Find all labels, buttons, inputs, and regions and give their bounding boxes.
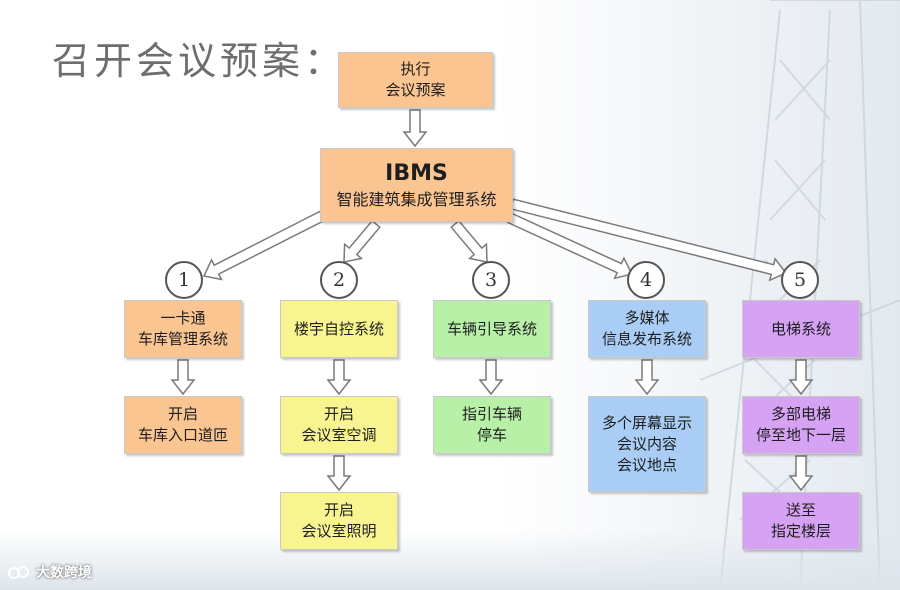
branch-1-number: 1: [165, 261, 203, 299]
arrow-branch-5-down-2: [788, 455, 814, 492]
ibms-heading: IBMS: [385, 161, 448, 186]
branch-2-number: 2: [320, 261, 358, 299]
branch-4-step-1-line1: 多个屏幕显示: [601, 413, 692, 432]
arrow-execute-to-ibms: [402, 109, 428, 148]
branch-3-step-1-box: 指引车辆 停车: [433, 396, 551, 454]
branch-4-system-line2: 信息发布系统: [601, 330, 692, 348]
branch-1-system-box: 一卡通 车库管理系统: [124, 300, 242, 358]
arrow-branch-2-down-1: [326, 359, 352, 396]
branch-4-system-line1: 多媒体: [624, 309, 670, 327]
arrow-ibms-to-branch-4: [506, 212, 634, 280]
watermark-text: 大数跨境: [36, 565, 92, 581]
arrow-ibms-to-branch-5: [509, 198, 788, 282]
watermark: 大数跨境: [8, 562, 92, 582]
branch-2-step-2-line1: 开启: [323, 501, 354, 519]
branch-4-system-box: 多媒体 信息发布系统: [588, 300, 706, 358]
branch-4-step-1-line3: 会议地点: [616, 455, 677, 474]
branch-5-step-2-line1: 送至: [785, 501, 816, 519]
branch-2-system-line1: 楼宇自控系统: [293, 319, 384, 338]
branch-2-step-2-box: 开启 会议室照明: [280, 492, 398, 550]
arrow-branch-2-down-2: [326, 455, 352, 492]
branch-1-system-line1: 一卡通: [160, 309, 206, 327]
branch-5-system-line1: 电梯系统: [770, 319, 831, 338]
arrow-branch-3-down-1: [478, 359, 504, 396]
arrow-branch-4-down-1: [634, 359, 660, 396]
branch-2-step-2-line2: 会议室照明: [301, 522, 377, 540]
branch-2-step-1-line1: 开启: [323, 405, 354, 423]
branch-5-number: 5: [781, 261, 819, 299]
branch-1-step-1-line1: 开启: [167, 405, 198, 423]
branch-3-number: 3: [472, 261, 510, 299]
branch-4-number: 4: [627, 261, 665, 299]
arrow-branch-1-down-1: [170, 359, 196, 396]
logo-icon: [8, 566, 29, 579]
branch-1-system-line2: 车库管理系统: [137, 330, 228, 348]
branch-5-system-box: 电梯系统: [742, 300, 860, 358]
branch-4-step-1-line2: 会议内容: [616, 434, 677, 453]
branch-2-system-box: 楼宇自控系统: [280, 300, 398, 358]
execute-plan-box: 执行 会议预案: [338, 52, 493, 108]
branch-5-step-1-line2: 停至地下一层: [755, 426, 846, 444]
page-title: 召开会议预案：: [52, 39, 347, 83]
branch-1-step-1-line2: 车库入口道匝: [137, 426, 228, 444]
branch-2-step-1-line2: 会议室空调: [301, 426, 377, 444]
arrow-ibms-to-branch-1: [202, 210, 326, 281]
branch-3-system-line1: 车辆引导系统: [446, 319, 537, 338]
branch-5-step-2-box: 送至 指定楼层: [742, 492, 860, 550]
branch-5-step-1-box: 多部电梯 停至地下一层: [742, 396, 860, 454]
execute-plan-line1: 执行: [400, 60, 431, 78]
branch-5-step-1-line1: 多部电梯: [770, 405, 831, 423]
ibms-box: IBMS 智能建筑集成管理系统: [320, 148, 513, 222]
branch-3-step-1-line1: 指引车辆: [461, 405, 522, 423]
arrow-branch-5-down-1: [788, 359, 814, 396]
branch-4-step-1-box: 多个屏幕显示 会议内容 会议地点: [588, 396, 706, 492]
execute-plan-line2: 会议预案: [385, 81, 446, 99]
branch-1-step-1-box: 开启 车库入口道匝: [124, 396, 242, 454]
arrow-ibms-to-branch-3: [450, 219, 488, 263]
ibms-subtitle: 智能建筑集成管理系统: [336, 190, 497, 209]
branch-2-step-1-box: 开启 会议室空调: [280, 396, 398, 454]
branch-3-step-1-line2: 停车: [476, 426, 507, 444]
branch-5-step-2-line2: 指定楼层: [770, 522, 831, 540]
arrow-ibms-to-branch-2: [343, 219, 381, 263]
branch-3-system-box: 车辆引导系统: [433, 300, 551, 358]
